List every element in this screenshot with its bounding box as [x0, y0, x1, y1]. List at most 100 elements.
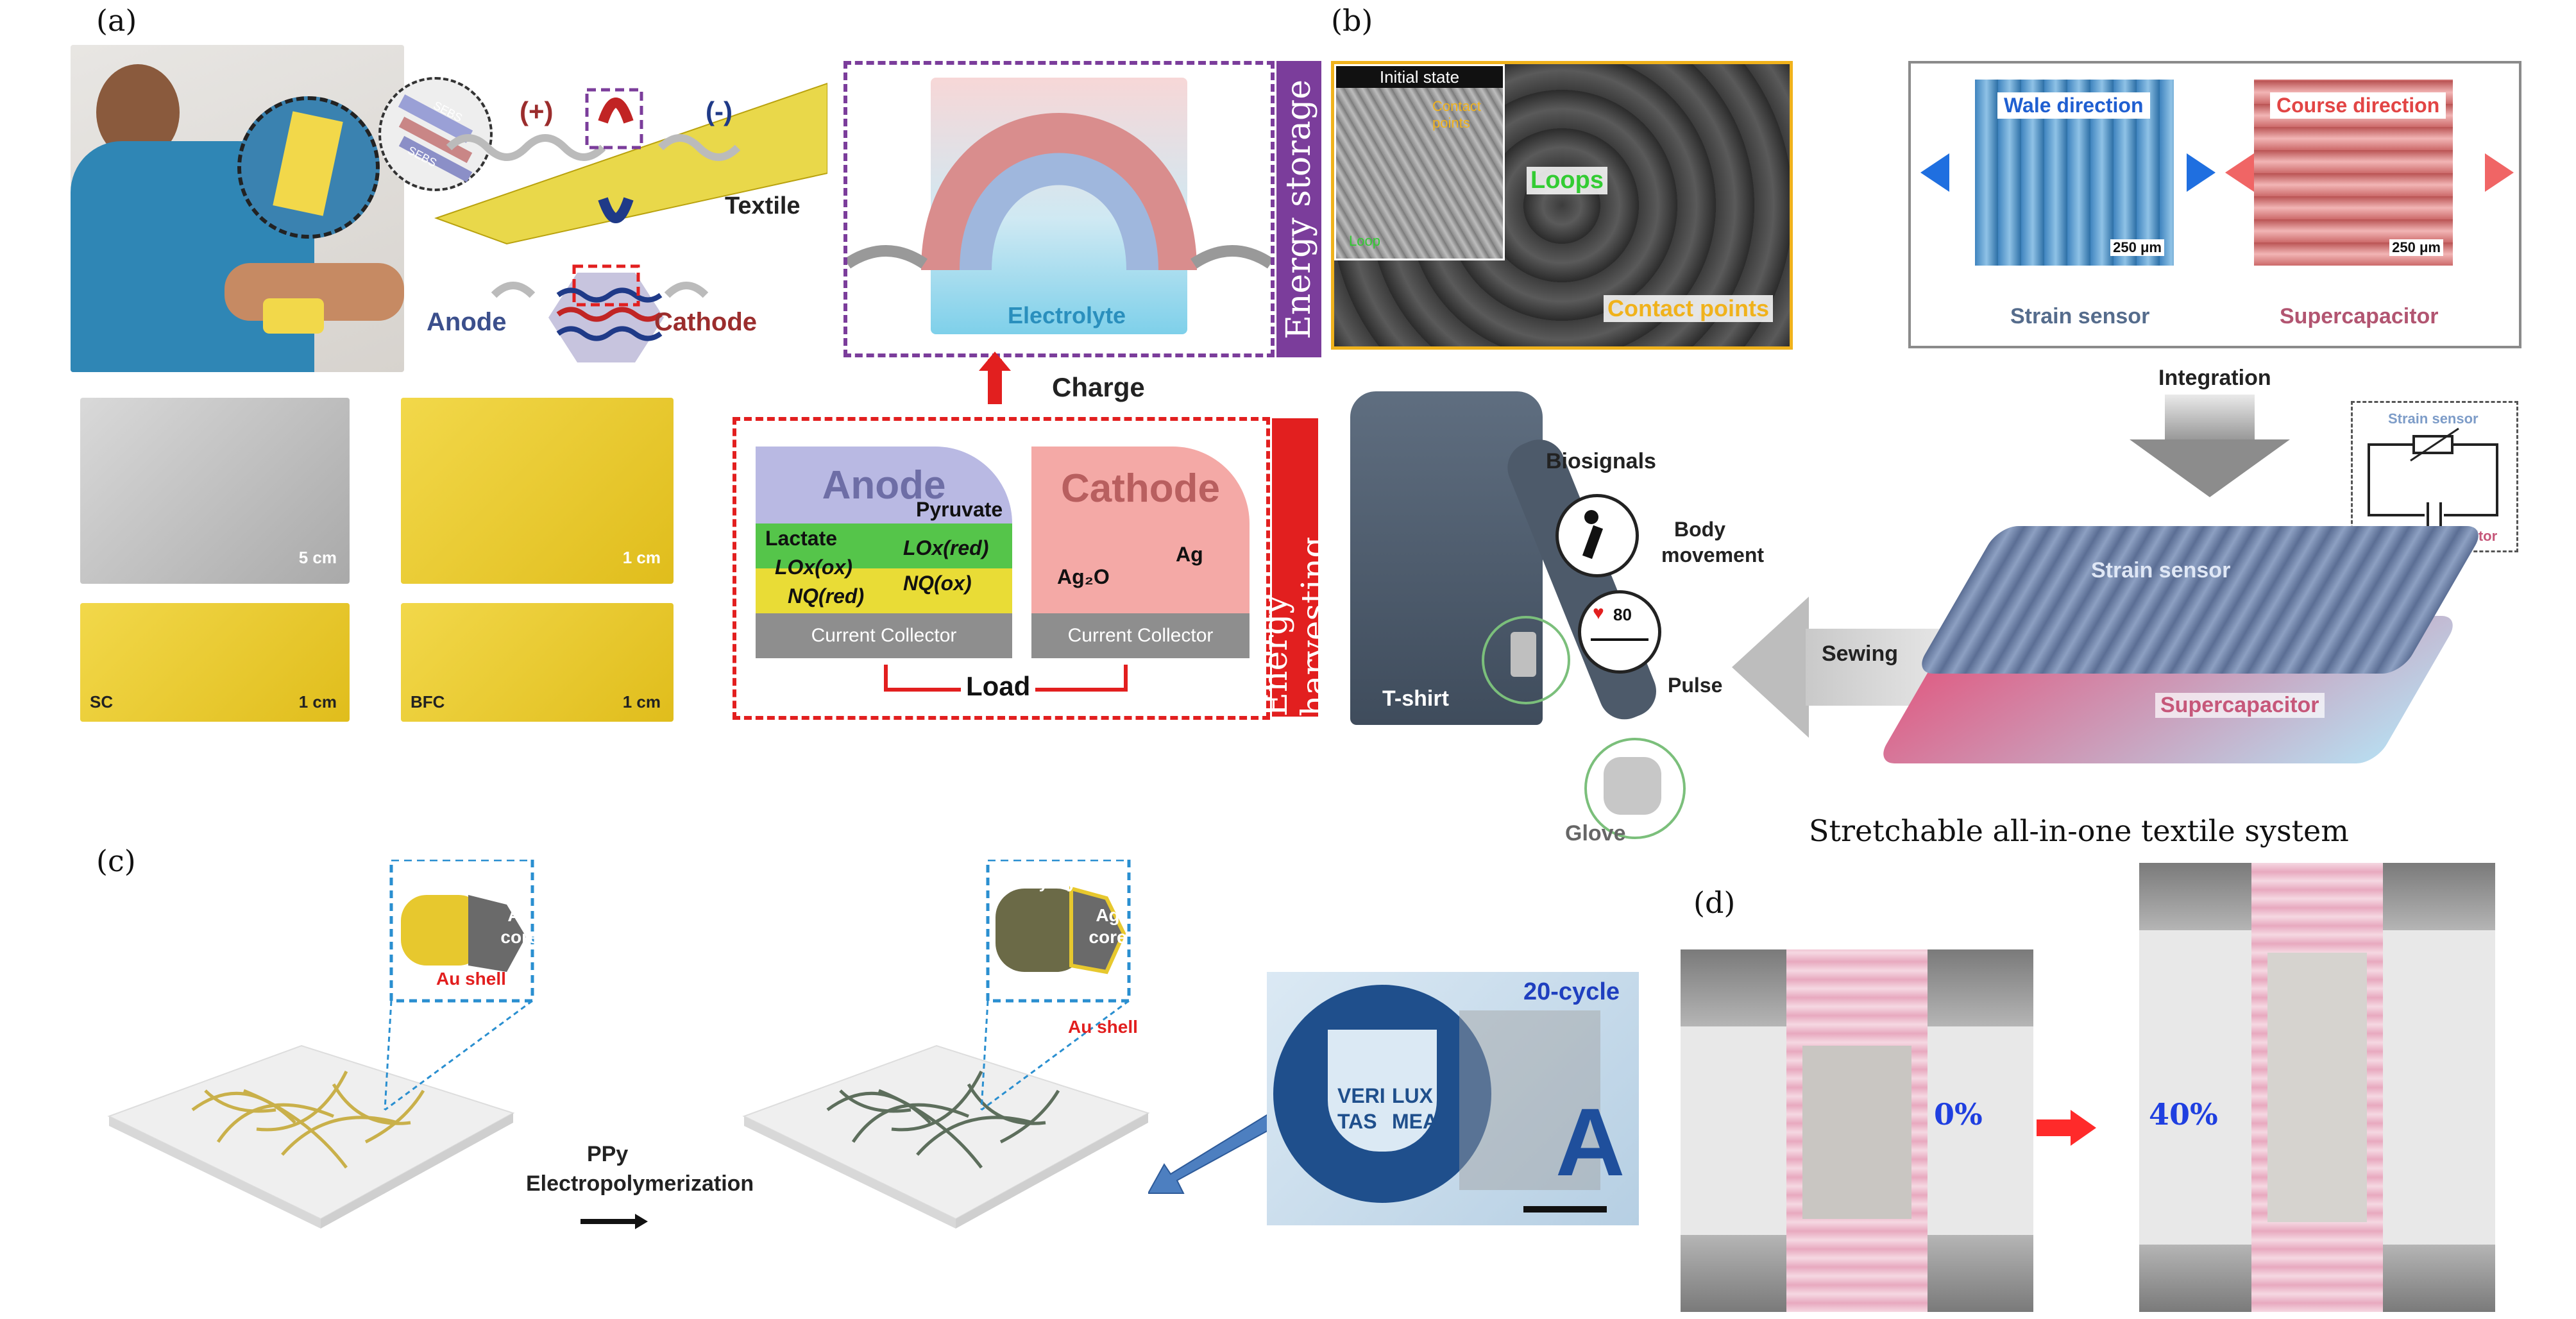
panel-label-c: (c) — [96, 844, 136, 878]
lox-red-label: LOx(red) — [903, 536, 989, 559]
sewing-arrow — [1732, 597, 1809, 738]
course-direction-label: Course direction — [2270, 92, 2446, 119]
lactate-label: Lactate — [765, 527, 838, 550]
peeling-photo: 1 cm — [401, 398, 674, 584]
knit-sem-image: Initial state Contact points Loop Loops … — [1331, 61, 1793, 350]
logo-letter-a: A — [1555, 1088, 1625, 1196]
electrolyte-label: Electrolyte — [1008, 302, 1126, 328]
ppy-coated-substrate — [742, 860, 1150, 1229]
agnw-substrate — [107, 860, 534, 1229]
scale-5cm: 5 cm — [298, 548, 337, 567]
panel-label-a: (a) — [96, 3, 137, 38]
transparency-arrow — [1148, 1112, 1276, 1194]
panel-label-b: (b) — [1331, 3, 1373, 38]
nq-red-label: NQ(red) — [788, 584, 865, 608]
cathode-block-label: Cathode — [1061, 466, 1220, 511]
strain-arrow — [2037, 1119, 2072, 1136]
logo-veri: VERI — [1337, 1084, 1385, 1107]
current-collector-cathode: Current Collector — [1067, 625, 1214, 646]
ag2o-label: Ag₂O — [1057, 565, 1110, 588]
strain-0-label: 0% — [1934, 1097, 1983, 1132]
process-arrow — [580, 1219, 638, 1224]
initial-state-label: Initial state — [1379, 67, 1460, 87]
stretch-photo-40: 40% — [2139, 863, 2495, 1312]
textile-strain-label: Strain sensor — [2091, 558, 2231, 583]
strain-40-label: 40% — [2149, 1097, 2218, 1132]
polarity-negative: (-) — [706, 96, 733, 126]
transparent-electrode-photo: VERI LUX TAS MEA 20-cycle A — [1267, 972, 1639, 1225]
energy-storage-bar: Energy storage — [1276, 61, 1321, 357]
cathode-label: Cathode — [654, 308, 757, 336]
energy-harvesting-bar: Energy harvesting — [1257, 418, 1334, 717]
textile-sheet — [434, 82, 827, 362]
supercapacitor-label: Supercapacitor — [2280, 304, 2439, 328]
ag-core-label-2: Ag core — [1089, 905, 1127, 947]
wale-direction-label: Wale direction — [1997, 92, 2150, 119]
textile-super-label: Supercapacitor — [2155, 693, 2325, 718]
bfc-photo: BFC 1 cm — [401, 603, 674, 722]
pulse-label: Pulse — [1668, 674, 1723, 697]
charge-label: Charge — [1052, 372, 1145, 402]
anode-label: Anode — [427, 308, 507, 336]
glove-label: Glove — [1565, 821, 1626, 846]
fabrication-photo: 5 cm — [80, 398, 350, 584]
tshirt-label: T-shirt — [1382, 686, 1449, 711]
course-sem-image: Course direction 250 μm — [2254, 80, 2453, 266]
biosignals-label: Biosignals — [1546, 449, 1656, 473]
sc-label: SC — [90, 692, 114, 711]
bfc-label: BFC — [411, 692, 445, 711]
textile-label: Textile — [725, 192, 801, 219]
body-movement-label: Body movement — [1661, 518, 1765, 566]
energy-harvesting-box: Anode Current Collector Lactate Pyruvate… — [733, 417, 1270, 720]
au-shell-label-2: Au shell — [1068, 1017, 1138, 1037]
cathode-block: Cathode Current Collector Ag₂O Ag — [1031, 447, 1250, 658]
logo-tas: TAS — [1337, 1110, 1377, 1133]
ppy-label: PPy — [587, 1142, 629, 1166]
scale-250b: 250 μm — [2389, 239, 2443, 256]
electropolymerization-label: Electropolymerization — [526, 1171, 754, 1196]
device-exploded-diagram: SEBS SEBS (+) (-) Textile Anode Cathode — [378, 26, 827, 385]
integration-arrow — [2130, 439, 2290, 497]
anode-block-label: Anode — [822, 463, 946, 507]
loop-small: Loop — [1349, 233, 1380, 249]
scale-1cm-c: 1 cm — [622, 692, 661, 711]
wale-sem-image: Wale direction 250 μm — [1975, 80, 2174, 266]
lox-ox-label: LOx(ox) — [775, 556, 852, 579]
pyruvate-label: Pyruvate — [916, 498, 1003, 521]
ag-core-label-1: Ag core — [500, 905, 539, 947]
polarity-positive: (+) — [520, 96, 554, 126]
stretch-photo-0: 0% — [1681, 949, 2033, 1312]
circuit-strain-label: Strain sensor — [2388, 411, 2479, 427]
pulse-value: 80 — [1613, 605, 1632, 624]
energy-storage-box: Electrolyte — [843, 61, 1275, 357]
sc-photo: SC 1 cm — [80, 603, 350, 722]
initial-state-inset: Initial state Contact points Loop — [1334, 64, 1505, 260]
sebs-layers-inset: SEBS SEBS — [378, 77, 493, 191]
contact-points-label: Contact points — [1604, 295, 1773, 322]
scale-1cm-b: 1 cm — [298, 692, 337, 711]
person-wearing-device-photo — [71, 45, 404, 372]
integration-label: Integration — [2158, 366, 2271, 390]
current-collector-anode: Current Collector — [811, 625, 957, 646]
tshirt-illustration: T-shirt Glove — [1337, 379, 1748, 853]
pulse-icon: ♥ 80 — [1578, 590, 1661, 674]
logo-mea: MEA — [1392, 1110, 1438, 1133]
cycle-label: 20-cycle — [1523, 978, 1620, 1005]
textile-system-illustration: Strain sensor Supercapacitor — [1875, 488, 2521, 802]
contact-points-small: Contact points — [1432, 98, 1481, 131]
sewing-label: Sewing — [1822, 642, 1899, 666]
textile-system-caption: Stretchable all-in-one textile system — [1809, 813, 2349, 848]
body-movement-icon — [1555, 494, 1639, 577]
loops-label: Loops — [1527, 167, 1607, 194]
scale-250a: 250 μm — [2110, 239, 2164, 256]
nq-ox-label: NQ(ox) — [903, 572, 972, 595]
ppy-layer-label: PPy layer — [1017, 872, 1092, 892]
load-label: Load — [961, 671, 1036, 702]
double-layer-diagram — [847, 113, 1271, 271]
ag-label: Ag — [1176, 543, 1203, 566]
logo-lux: LUX — [1392, 1084, 1433, 1107]
panel-label-d: (d) — [1693, 885, 1736, 920]
material-comparison-box: Wale direction 250 μm Course direction 2… — [1908, 61, 2521, 348]
au-shell-label-1: Au shell — [436, 969, 506, 989]
anode-block: Anode Current Collector Lactate Pyruvate… — [756, 447, 1012, 658]
